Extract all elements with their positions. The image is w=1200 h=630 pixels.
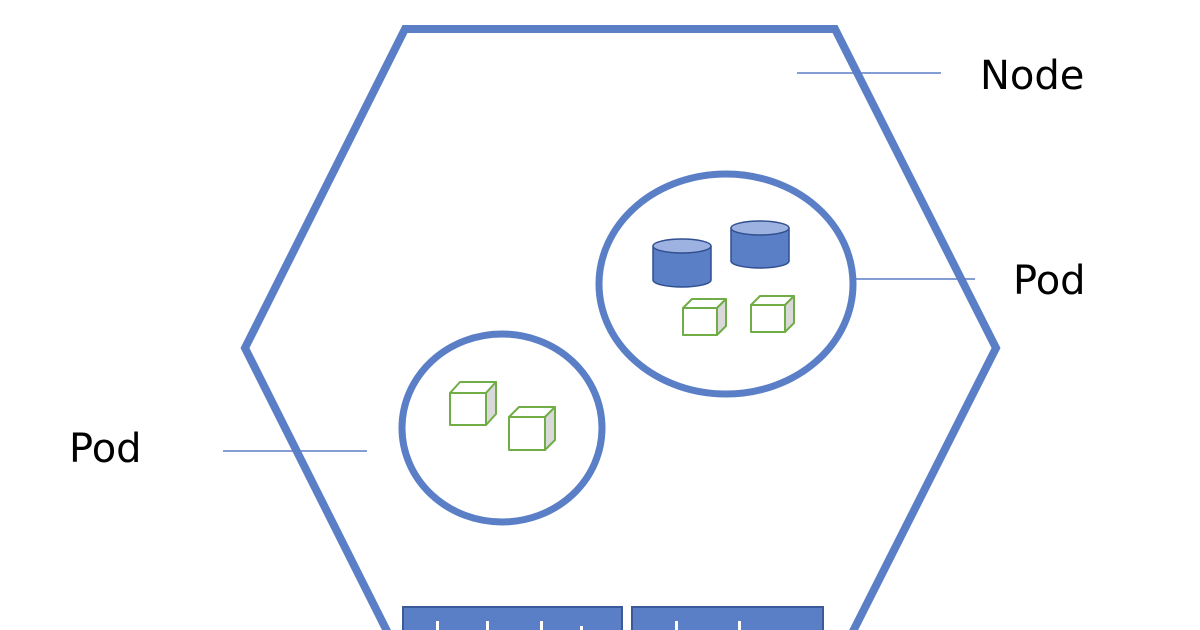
container-cube-icon	[682, 298, 727, 336]
container-cube-icon	[449, 381, 497, 426]
pod-left-label: Pod	[69, 426, 142, 472]
bottom-bar-right	[631, 606, 824, 630]
volume-cylinder-icon	[652, 238, 712, 288]
node-label: Node	[980, 53, 1085, 99]
node-hexagon	[240, 25, 1001, 630]
pod-right-label: Pod	[1013, 258, 1086, 304]
bottom-bar-left	[402, 606, 623, 630]
pod-right-circle	[595, 170, 857, 398]
volume-cylinder-icon	[730, 220, 790, 269]
container-cube-icon	[508, 406, 556, 451]
pod-left-circle	[398, 330, 606, 526]
container-cube-icon	[750, 295, 795, 333]
